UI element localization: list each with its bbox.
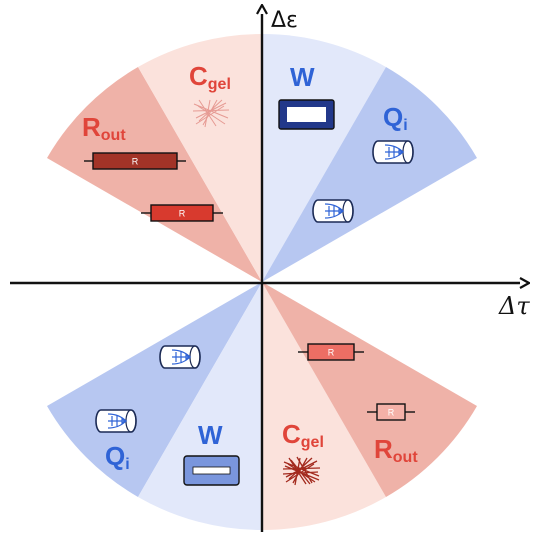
gel-network-icon-bottom (282, 456, 321, 486)
sector-top-right-inner (262, 33, 386, 282)
cpe-icon-top-right-1 (372, 140, 414, 164)
sector-group (47, 33, 477, 531)
sector-bottom-right-outer (262, 282, 477, 497)
resistor-top-left-2: R (141, 204, 223, 222)
resistor-label: R (132, 157, 139, 167)
c-gel-label-top: Cgel (189, 61, 231, 93)
cpe-icon-bottom-left-1 (159, 345, 201, 369)
x-axis-label: Δτ (498, 292, 530, 320)
resistor-bottom-right-1: R (298, 343, 364, 361)
cpe-icon-top-right-2 (312, 199, 354, 223)
warburg-icon-bottom (183, 455, 240, 486)
y-axis-label: Δε (271, 8, 298, 33)
sector-top-left-outer (47, 67, 262, 282)
cpe-icon-bottom-left-2 (95, 409, 137, 433)
resistor-label: R (328, 348, 335, 358)
resistor-label: R (388, 408, 395, 418)
resistor-label: R (179, 209, 186, 219)
q-i-label-bottom: Qi (105, 441, 130, 473)
sector-bottom-left-outer (47, 282, 262, 497)
r-out-label-bottom: Rout (374, 434, 418, 466)
gel-network-icon-top (192, 99, 230, 128)
sector-top-left-inner (138, 33, 262, 282)
r-out-label-top: Rout (82, 112, 126, 144)
w-label-bottom: W (198, 420, 223, 450)
sector-top-right-outer (262, 67, 477, 282)
c-gel-label-bottom: Cgel (282, 419, 324, 451)
warburg-icon-top (278, 99, 335, 130)
resistor-top-left-1: R (84, 152, 186, 170)
w-label-top: W (290, 62, 315, 92)
resistor-bottom-right-2: R (367, 403, 415, 421)
q-i-label-top: Qi (383, 102, 408, 134)
